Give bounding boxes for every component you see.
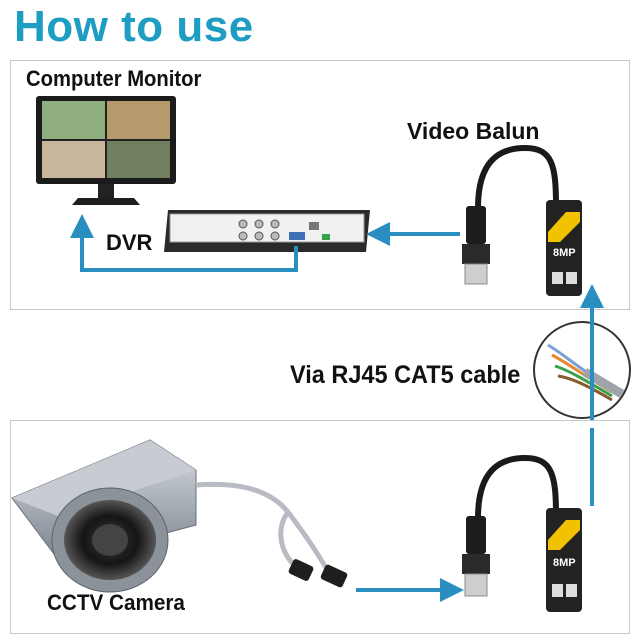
cat5-cable-icon: [534, 322, 630, 418]
video-balun-label: Video Balun: [407, 118, 540, 145]
video-balun-top: 8MP: [462, 148, 582, 296]
cctv-camera-label: CCTV Camera: [47, 590, 185, 616]
balun-badge-top: 8MP: [553, 247, 576, 259]
dvr-device: [164, 210, 370, 252]
computer-monitor-icon: [36, 96, 176, 205]
dvr-label: DVR: [106, 230, 152, 256]
cable-label: Via RJ45 CAT5 cable: [290, 361, 520, 390]
balun-badge-bottom: 8MP: [553, 557, 576, 569]
video-balun-bottom: 8MP: [462, 458, 582, 612]
computer-monitor-label: Computer Monitor: [26, 66, 201, 92]
cctv-camera-icon: [12, 440, 348, 592]
